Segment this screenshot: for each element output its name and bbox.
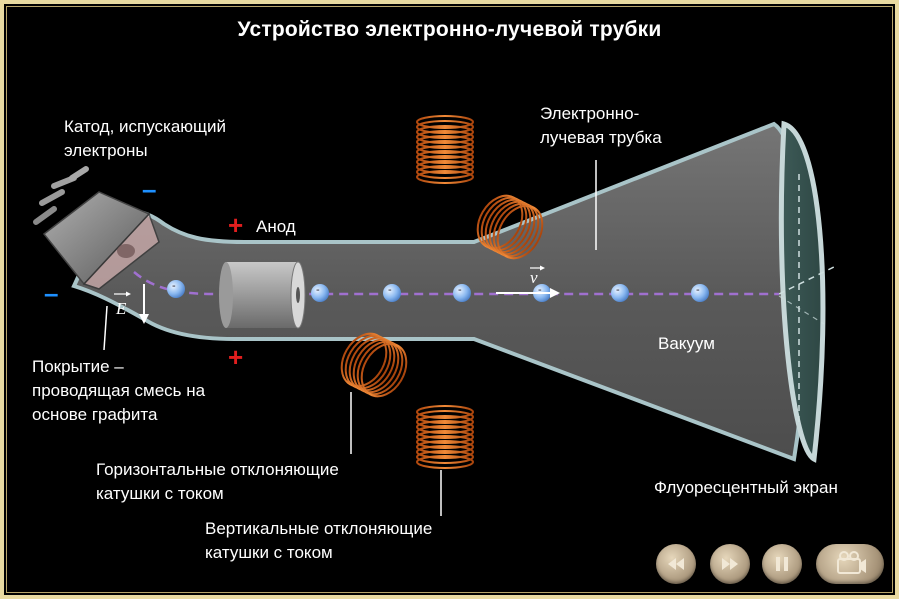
svg-text:-: - <box>538 284 542 296</box>
screen-dashed-diagonal-2 <box>778 295 825 325</box>
rewind-button[interactable] <box>656 544 696 584</box>
fast-forward-icon <box>722 558 738 570</box>
svg-text:-: - <box>696 284 700 296</box>
field-vector: E <box>114 284 149 324</box>
svg-text:-: - <box>316 284 320 296</box>
label-screen: Флуоресцентный экран <box>654 478 838 497</box>
svg-text:-: - <box>616 284 620 296</box>
pause-button[interactable] <box>762 544 802 584</box>
electron: - <box>311 284 329 302</box>
page-title: Устройство электронно-лучевой трубки <box>237 18 662 41</box>
horizontal-coil-top <box>476 194 544 260</box>
cathode-plug <box>33 166 160 290</box>
camera-icon <box>837 551 866 574</box>
label-tube: Электронно-лучевая трубка <box>540 104 662 147</box>
vertical-coil-bottom <box>416 405 474 469</box>
electron: - <box>611 284 629 302</box>
electron: - <box>453 284 471 302</box>
camera-button[interactable] <box>816 544 884 584</box>
field-label: E <box>115 299 127 318</box>
anode-cylinder <box>219 261 306 329</box>
electrons: - - - - - - - <box>167 280 709 302</box>
svg-text:-: - <box>458 284 462 296</box>
label-anode: Анод <box>256 217 296 236</box>
electron: - <box>691 284 709 302</box>
electron: - <box>167 280 185 298</box>
vertical-coil-top <box>416 115 474 184</box>
crt-diagram: - - - - - - - v E <box>33 115 837 516</box>
anode-plus-top: + <box>228 210 244 240</box>
anode-plus-bottom: + <box>228 342 244 372</box>
cathode-minus-left: – <box>44 278 59 308</box>
velocity-vector: v <box>496 265 560 298</box>
fast-forward-button[interactable] <box>710 544 750 584</box>
electron: - <box>383 284 401 302</box>
cathode-minus-top: – <box>142 174 157 204</box>
horizontal-coil-bottom <box>340 332 408 398</box>
label-vacuum: Вакуум <box>658 334 715 353</box>
velocity-label: v <box>530 268 538 287</box>
fluorescent-screen <box>778 120 826 463</box>
rewind-icon <box>668 558 684 570</box>
electron-beam <box>133 271 779 296</box>
pause-icon <box>776 557 788 571</box>
svg-text:-: - <box>172 280 176 292</box>
pointer-coating <box>103 305 108 351</box>
svg-text:-: - <box>388 284 392 296</box>
